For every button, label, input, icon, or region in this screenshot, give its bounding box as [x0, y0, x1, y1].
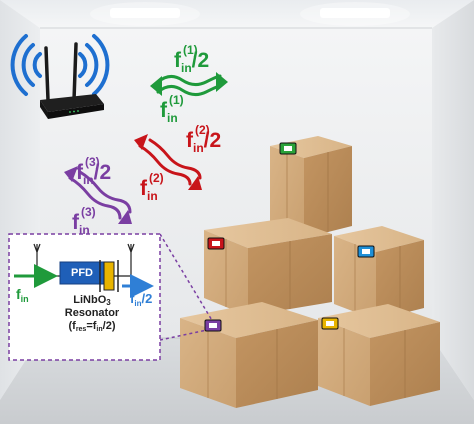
router-antenna-left — [44, 46, 50, 102]
sensor-tag-green — [279, 142, 297, 155]
signal-arrow-red — [134, 134, 202, 190]
resonator-caption-line1: LiNbO3 — [73, 294, 111, 307]
box-stack — [180, 136, 440, 408]
box-middle-left — [204, 218, 332, 316]
resonator-caption-line3: (fres=fin/2) — [68, 319, 116, 333]
signal-label-red-half: fin (2) /2 — [186, 123, 222, 155]
inset-output-label: fin/2 — [130, 291, 153, 308]
resonator-icon — [99, 260, 119, 292]
router-body-side — [40, 100, 48, 119]
ceiling — [0, 0, 474, 28]
signal-label-green-full: fin (1) — [160, 93, 184, 125]
router — [10, 34, 110, 119]
ceiling-light-glow-right — [300, 2, 410, 26]
signal-label-red-full: fin (2) — [140, 171, 164, 203]
box-bottom-right — [318, 304, 440, 406]
router-body-top — [40, 94, 104, 112]
wifi-icon — [10, 34, 110, 96]
signal-arrow-purple — [64, 166, 132, 224]
pfd-label: PFD — [71, 267, 93, 279]
callout-line-bottom — [159, 329, 208, 341]
sensor-tag-purple — [204, 319, 222, 332]
resonator-caption: LiNbO3 Resonator (fres=fin/2) — [52, 294, 132, 334]
signal-arrow-green — [150, 72, 228, 97]
inset-input-label: fin — [16, 286, 29, 304]
ceiling-light-glow-left — [90, 2, 200, 26]
sensor-tag-red — [207, 237, 225, 250]
signal-label-purple-half: fin (3) /2 — [76, 155, 112, 187]
right-wall — [432, 0, 474, 400]
ceiling-light-right — [320, 8, 390, 18]
router-body-front — [48, 104, 104, 119]
circuit-inset — [8, 233, 214, 361]
router-antenna-right — [72, 42, 78, 102]
signal-label-purple-full: fin (3) — [72, 205, 96, 237]
box-bottom-left — [180, 302, 318, 408]
sensor-tag-blue — [357, 245, 375, 258]
resonator-caption-line2: Resonator — [64, 307, 120, 320]
signal-label-green-half: fin (1) /2 — [174, 43, 210, 75]
ceiling-light-left — [110, 8, 180, 18]
callout-line-top — [159, 233, 214, 323]
antenna-right-icon — [127, 243, 135, 276]
sensor-tag-yellow — [321, 317, 339, 330]
